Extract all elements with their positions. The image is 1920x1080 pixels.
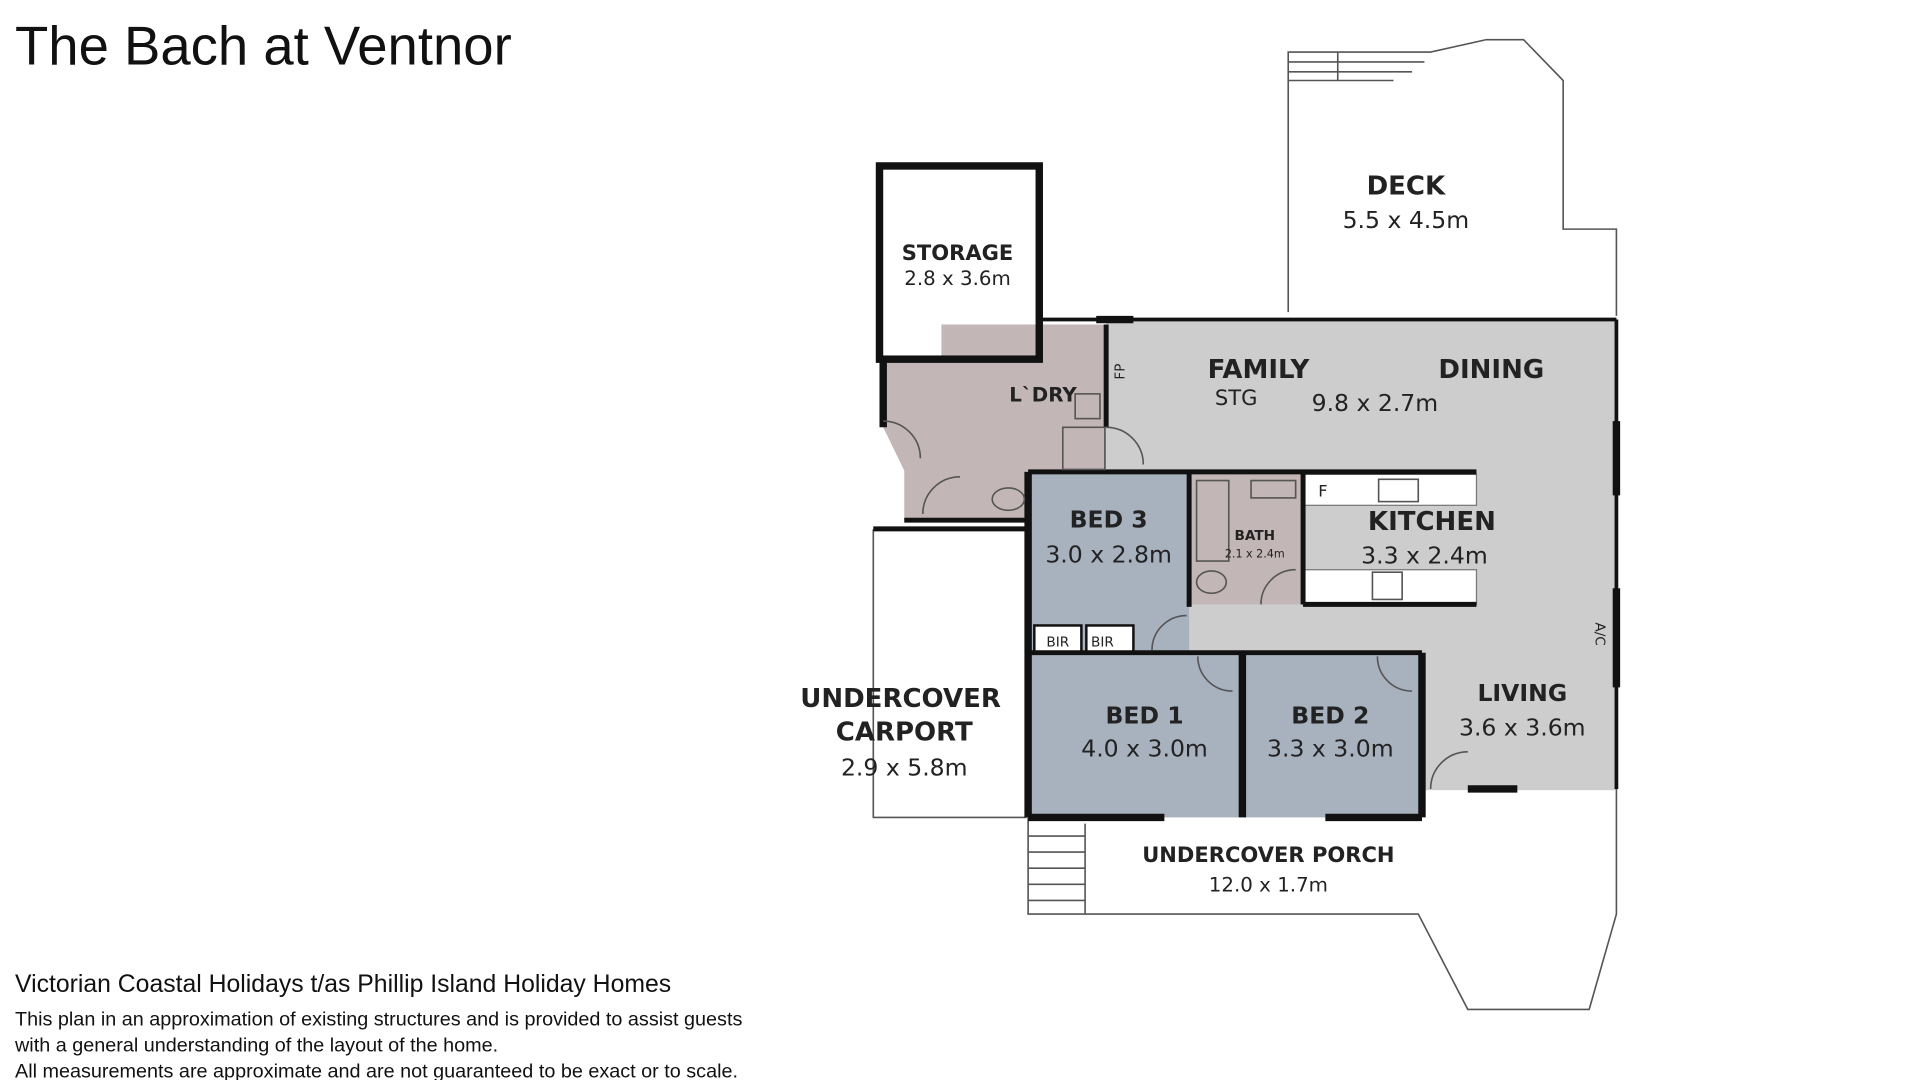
floor-plan: DECK 5.5 x 4.5m STORAGE 2.8 x 3.6m L`DRY… — [800, 38, 1621, 1011]
bed1-label: BED 1 — [1106, 701, 1184, 729]
fixtures — [991, 393, 1420, 601]
disclaimer-line-2: with a general understanding of the layo… — [14, 1035, 498, 1057]
storage-walls — [875, 162, 1043, 363]
bir-2-label: BIR — [1091, 635, 1114, 651]
dining-label: DINING — [1438, 355, 1544, 385]
bed2-size: 3.3 x 3.0m — [1267, 735, 1394, 763]
carport-label-2: CARPORT — [836, 718, 973, 748]
porch-label: UNDERCOVER PORCH — [1142, 842, 1394, 867]
fridge-label: F — [1318, 482, 1327, 501]
porch-size: 12.0 x 1.7m — [1209, 874, 1328, 897]
carport-label-1: UNDERCOVER — [800, 684, 1001, 714]
bed3-size: 3.0 x 2.8m — [1045, 540, 1172, 568]
porch-outline — [1027, 788, 1618, 1011]
bir-1 — [1033, 624, 1083, 654]
bed3-floor — [1028, 474, 1190, 653]
deck-size: 5.5 x 4.5m — [1343, 206, 1470, 234]
laundry-label: L`DRY — [1009, 383, 1077, 406]
bed2-label: BED 2 — [1291, 701, 1369, 729]
storage-size: 2.8 x 3.6m — [904, 267, 1011, 290]
stg-label: STG — [1215, 385, 1258, 410]
laundry-floor — [883, 324, 1107, 521]
kitchen-label: KITCHEN — [1368, 507, 1496, 537]
company-name: Victorian Coastal Holidays t/as Phillip … — [15, 971, 671, 998]
disclaimer-line-1: This plan in an approximation of existin… — [15, 1009, 742, 1031]
family-dining-size: 9.8 x 2.7m — [1312, 389, 1439, 417]
deck-label: DECK — [1367, 171, 1446, 201]
ac-label: A/C — [1591, 622, 1607, 645]
bed3-label: BED 3 — [1070, 506, 1148, 534]
walls — [873, 315, 1621, 822]
bath-label: BATH — [1235, 528, 1276, 544]
bir-1-label: BIR — [1046, 635, 1069, 651]
deck-stairs — [1288, 52, 1425, 82]
bath-floor — [1189, 474, 1304, 605]
porch-stairs — [1028, 823, 1086, 915]
deck-outline — [1287, 38, 1618, 316]
living-size: 3.6 x 3.6m — [1459, 714, 1586, 742]
bed2-floor — [1242, 652, 1422, 818]
bath-size: 2.1 x 2.4m — [1225, 547, 1285, 560]
kitchen-size: 3.3 x 2.4m — [1361, 542, 1488, 570]
fireplace-label: FP — [1113, 364, 1129, 380]
bed1-size: 4.0 x 3.0m — [1081, 735, 1208, 763]
family-label: FAMILY — [1208, 355, 1311, 385]
page-title: The Bach at Ventnor — [15, 15, 512, 76]
storage-label: STORAGE — [902, 240, 1014, 265]
living-label: LIVING — [1477, 679, 1567, 707]
bir-2 — [1085, 624, 1135, 654]
carport-size: 2.9 x 5.8m — [841, 753, 968, 781]
door-swings — [883, 420, 1468, 789]
disclaimer-line-3: All measurements are approximate and are… — [15, 1061, 738, 1080]
